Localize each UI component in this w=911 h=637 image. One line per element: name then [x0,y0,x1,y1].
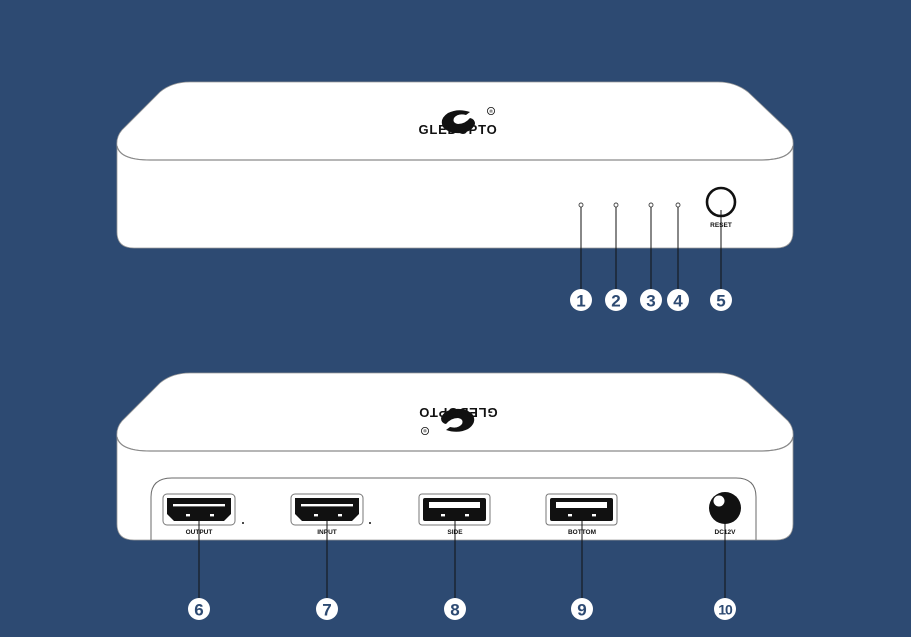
callout-number: 1 [576,292,585,311]
gledopto-logo-inverted: ® GLEDOPTO [418,405,498,436]
led-3 [648,202,654,208]
callout-number: 7 [322,601,331,620]
gledopto-logo: ® GLEDOPTO [418,107,497,137]
callout-1: 1 [570,289,592,311]
callout-8: 8 [444,598,466,620]
callout-number: 9 [577,601,586,620]
callout-6: 6 [188,598,210,620]
back-callout-lines [198,516,726,600]
brand-name: GLEDOPTO [418,122,497,137]
callout-number: 2 [611,292,620,311]
front-device-top-face [116,81,794,161]
callout-7: 7 [316,598,338,620]
front-device-front-face [116,145,794,249]
logo-swirl-icon [441,408,475,432]
callout-number: 4 [673,292,683,311]
hdmi-output-port: OUTPUT [162,493,244,536]
led-4 [675,202,681,208]
callout-5: 5 [710,289,732,311]
callout-number: 3 [646,292,655,311]
led-1 [578,202,584,208]
hdmi-input-port: INPUT [290,493,371,536]
led-2 [613,202,619,208]
callout-4: 4 [667,289,689,311]
brand-name: GLEDOPTO [418,405,497,420]
front-view-device: ® GLEDOPTO RESET [116,81,794,249]
logo-swirl-icon [441,110,475,134]
callout-number: 5 [716,292,725,311]
front-callout-lines [580,207,722,292]
callout-3: 3 [640,289,662,311]
callout-number: 8 [450,601,459,620]
back-view-device: ® GLEDOPTO OUTPUT INPUT [116,372,794,541]
registered-mark: ® [423,428,427,434]
registered-mark: ® [489,108,493,114]
port-panel [150,477,757,540]
back-callouts: 6 7 8 9 10 [188,598,736,620]
callout-number: 6 [194,601,203,620]
callout-9: 9 [571,598,593,620]
callout-10: 10 [714,598,736,620]
front-callouts: 1 2 3 4 5 [570,289,732,311]
callout-number: 10 [718,602,733,618]
callout-2: 2 [605,289,627,311]
usb-bottom-port: BOTTOM [545,493,618,536]
